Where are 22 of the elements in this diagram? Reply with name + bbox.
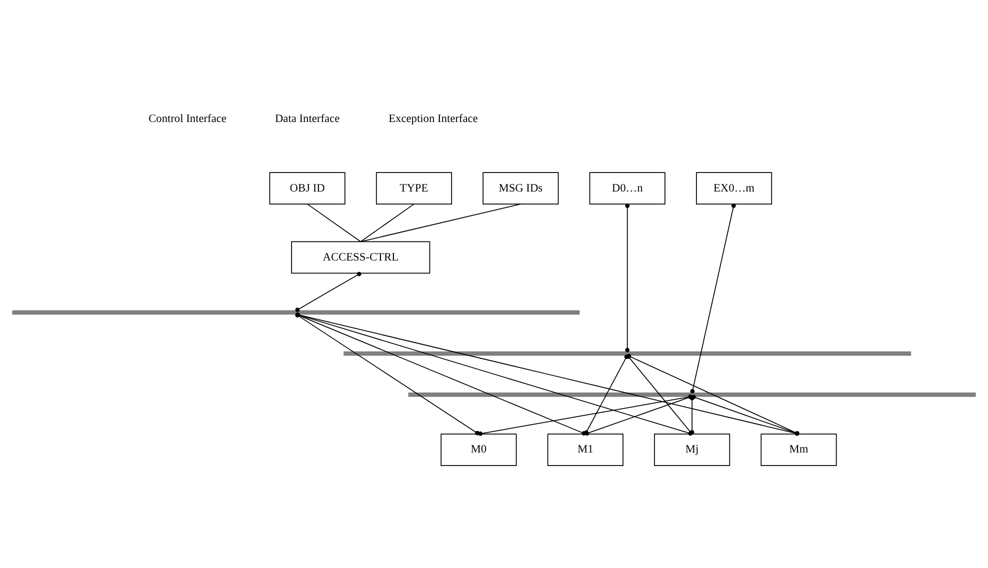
connector: [625, 203, 630, 352]
connector: [295, 271, 362, 312]
node-box: ACCESS-CTRL: [291, 240, 430, 274]
node-bar: [408, 392, 976, 396]
node-box: EX0…m: [696, 172, 772, 204]
node-box: M0: [440, 433, 517, 466]
label: Control Interface: [148, 112, 226, 125]
node-box: Mm: [760, 433, 837, 466]
label: Data Interface: [274, 112, 340, 125]
node-bar: [12, 310, 580, 314]
node-box: D0…n: [589, 172, 666, 204]
node-bar: [344, 350, 912, 356]
node-box: MSG IDs: [482, 172, 559, 204]
node-box: Mj: [654, 433, 730, 466]
label: Exception Interface: [388, 112, 478, 125]
connector: [360, 203, 414, 242]
node-box: M1: [547, 433, 624, 466]
node-box: OBJ ID: [269, 172, 346, 204]
node-box: TYPE: [376, 172, 452, 204]
connector: [690, 203, 736, 393]
connector: [360, 203, 522, 242]
connector: [306, 203, 362, 242]
